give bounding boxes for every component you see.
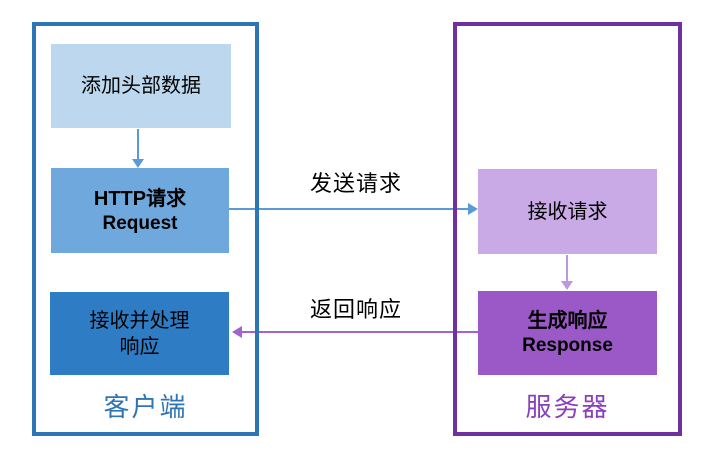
node-http-request-label-cn: HTTP请求 xyxy=(93,187,187,210)
server-label: 服务器 xyxy=(525,392,610,422)
send-request-arrow-head xyxy=(468,203,478,215)
server-down-arrow-shaft xyxy=(566,255,568,281)
node-add-header-data: 添加头部数据 xyxy=(51,44,231,128)
node-receive-process-response-line2: 响应 xyxy=(119,335,160,358)
client-label: 客户端 xyxy=(103,392,188,422)
send-request-label: 发送请求 xyxy=(309,171,402,196)
client-down-arrow-head xyxy=(132,159,144,168)
client-down-arrow-shaft xyxy=(137,129,139,159)
return-response-arrow-shaft xyxy=(242,331,478,333)
client-container: 客户端 xyxy=(32,22,259,436)
node-generate-response-label-cn: 生成响应 xyxy=(527,310,608,332)
node-receive-request-label: 接收请求 xyxy=(527,200,608,223)
node-generate-response-label-en: Response xyxy=(522,335,613,356)
node-generate-response: 生成响应 Response xyxy=(478,291,657,375)
send-request-arrow-shaft xyxy=(229,208,468,210)
node-receive-request: 接收请求 xyxy=(478,169,657,254)
return-response-label: 返回响应 xyxy=(309,297,402,322)
node-add-header-data-label: 添加头部数据 xyxy=(81,75,201,97)
node-http-request: HTTP请求 Request xyxy=(51,168,229,253)
server-container: 服务器 xyxy=(453,22,682,436)
return-response-arrow-head xyxy=(232,326,242,338)
server-down-arrow-head xyxy=(561,281,573,290)
node-receive-process-response: 接收并处理 响应 xyxy=(50,292,229,375)
node-receive-process-response-line1: 接收并处理 xyxy=(89,309,190,332)
node-http-request-label-en: Request xyxy=(102,212,178,234)
